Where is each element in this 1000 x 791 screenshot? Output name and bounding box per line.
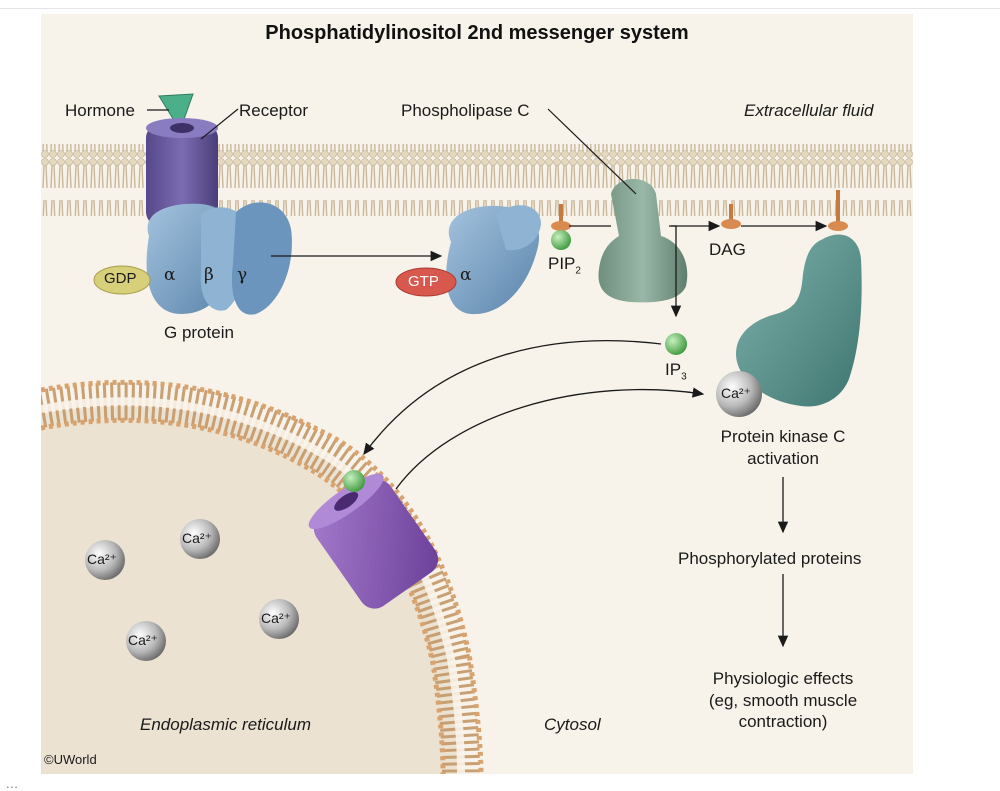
dag-icon bbox=[721, 204, 741, 229]
plc-leader bbox=[547, 108, 637, 195]
cytosol-label: Cytosol bbox=[544, 715, 601, 734]
ca-pkc-label: Ca²⁺ bbox=[721, 385, 751, 401]
physiologic-effects-label: Physiologic effects (eg, smooth muscle c… bbox=[708, 669, 858, 732]
beta-label: β bbox=[204, 265, 214, 285]
diagram-title: Phosphatidylinositol 2nd messenger syste… bbox=[265, 22, 689, 44]
pip2-label: PIP2 bbox=[548, 254, 581, 277]
ca-pkc-icon bbox=[716, 371, 762, 417]
top-bar bbox=[0, 0, 1000, 9]
alpha-active-label: α bbox=[460, 265, 472, 285]
ip3-receptor-channel-icon bbox=[308, 473, 439, 609]
ca-er-label-2: Ca²⁺ bbox=[182, 530, 212, 546]
gtp-icon bbox=[395, 267, 457, 297]
pip2-icon bbox=[551, 204, 571, 250]
dag-pkc-anchor-icon bbox=[828, 190, 848, 231]
diagram-panel: Phosphatidylinositol 2nd messenger syste… bbox=[41, 14, 913, 774]
copyright-label: ©UWorld bbox=[44, 752, 97, 767]
arrow-ip3-to-channel bbox=[363, 340, 662, 456]
gdp-icon bbox=[93, 265, 151, 295]
phospholipase-c-icon bbox=[598, 179, 688, 303]
g-alpha-active-icon bbox=[446, 205, 541, 315]
er-label: Endoplasmic reticulum bbox=[140, 715, 312, 734]
ca-er-icon-3 bbox=[259, 599, 299, 639]
diagram-canvas bbox=[41, 93, 913, 774]
ca-er-icon-4 bbox=[126, 621, 166, 661]
phospholipase-c-label: Phospholipase C bbox=[401, 101, 530, 120]
arrow-channel-to-ca bbox=[395, 387, 705, 490]
gamma-label: γ bbox=[237, 265, 248, 285]
gdp-label: GDP bbox=[104, 270, 137, 287]
ip3-icon bbox=[665, 333, 687, 355]
hormone-icon bbox=[158, 93, 194, 123]
ip3-label: IP3 bbox=[665, 360, 687, 383]
g-protein-label: G protein bbox=[164, 323, 234, 342]
extracellular-fluid-label: Extracellular fluid bbox=[744, 101, 874, 120]
caption-text: ... bbox=[6, 776, 19, 791]
pkc-activation-label: Protein kinase C activation bbox=[720, 427, 846, 468]
ca-er-icon-2 bbox=[180, 519, 220, 559]
ip3-bound-icon bbox=[343, 470, 365, 492]
receptor-label: Receptor bbox=[239, 101, 308, 120]
gtp-label: GTP bbox=[408, 273, 439, 290]
receptor-leader bbox=[200, 108, 239, 140]
receptor-icon bbox=[146, 118, 218, 226]
ca-er-icon-1 bbox=[85, 540, 125, 580]
alpha-label: α bbox=[164, 265, 176, 285]
hormone-label: Hormone bbox=[65, 101, 135, 120]
ca-er-label-1: Ca²⁺ bbox=[87, 551, 117, 567]
caption-strip: ... bbox=[0, 776, 1000, 791]
arrow-plc-to-ip3 bbox=[669, 225, 682, 318]
ca-er-label-4: Ca²⁺ bbox=[128, 632, 158, 648]
pkc-icon bbox=[736, 234, 862, 407]
g-protein-complex bbox=[146, 202, 292, 315]
phosphorylated-proteins-label: Phosphorylated proteins bbox=[678, 549, 862, 568]
ca-er-label-3: Ca²⁺ bbox=[261, 610, 291, 626]
dag-label: DAG bbox=[709, 240, 746, 259]
